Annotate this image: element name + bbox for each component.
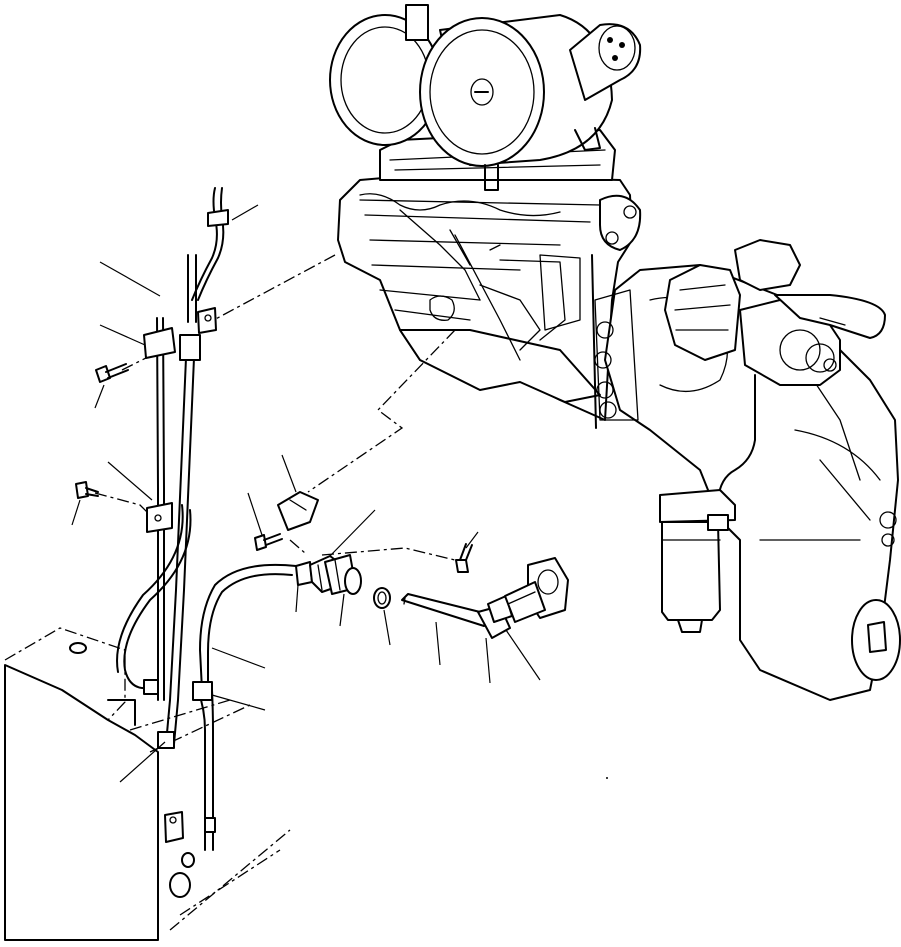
- leader-lines: [71, 204, 541, 783]
- elbow-fitting: [477, 595, 513, 639]
- switch-assembly: [295, 554, 362, 595]
- bolt-switch: [254, 533, 283, 551]
- frame-panel: [4, 627, 291, 941]
- torque-converter-pump: [664, 239, 886, 386]
- bolt-lower: [75, 481, 99, 499]
- clamp-bracket-upper: [143, 209, 229, 359]
- o-ring: [373, 587, 391, 609]
- air-cleaner: [329, 4, 642, 191]
- switch-bracket: [277, 491, 319, 531]
- engine-block: [337, 129, 642, 429]
- control-cables: [116, 187, 297, 851]
- valve-body: [504, 557, 569, 623]
- clamp-bracket-lower: [146, 502, 173, 533]
- bolt-upper: [95, 363, 129, 383]
- bolt-right: [455, 543, 473, 573]
- fuel-filter: [659, 374, 756, 633]
- spacer-tube: [401, 593, 489, 627]
